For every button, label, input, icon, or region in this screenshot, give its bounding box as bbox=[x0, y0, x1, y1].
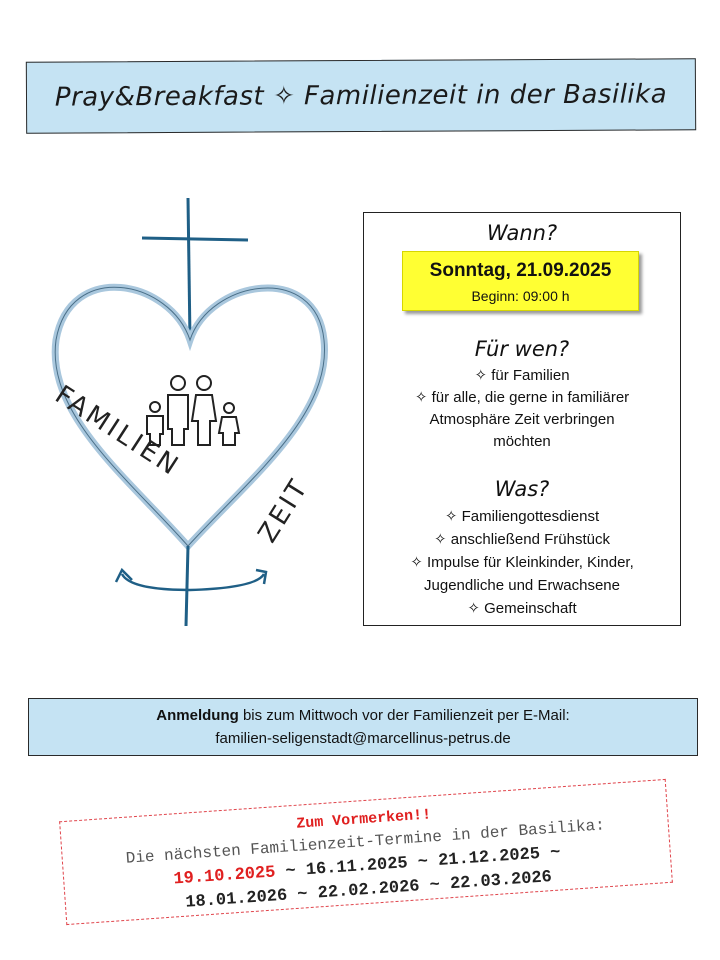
fuer-wen-heading: Für wen? bbox=[474, 337, 570, 361]
save-the-date-box: Zum Vormerken!! Die nächsten Familienzei… bbox=[59, 778, 673, 926]
date-highlight: Sonntag, 21.09.2025 Beginn: 09:00 h bbox=[402, 251, 639, 311]
was-list: ✧ Familiengottesdienst ✧ anschließend Fr… bbox=[372, 505, 672, 620]
registration-banner: Anmeldung bis zum Mittwoch vor der Famil… bbox=[28, 698, 698, 756]
logo-word-zeit: ZEIT bbox=[253, 473, 315, 548]
familienzeit-logo: FAMILIEN ZEIT bbox=[50, 197, 328, 627]
list-item: Atmosphäre Zeit verbringen bbox=[429, 411, 615, 428]
was-heading: Was? bbox=[494, 477, 550, 501]
registration-email[interactable]: familien-seligenstadt@marcellinus-petrus… bbox=[215, 730, 511, 747]
list-item: ✧ Gemeinschaft bbox=[467, 600, 577, 617]
event-start: Beginn: 09:00 h bbox=[471, 288, 570, 304]
registration-text: bis zum Mittwoch vor der Familienzeit pe… bbox=[238, 707, 570, 724]
list-item: möchten bbox=[493, 433, 551, 450]
family-icon bbox=[146, 375, 241, 446]
registration-line: Anmeldung bis zum Mittwoch vor der Famil… bbox=[29, 707, 697, 724]
wann-heading: Wann? bbox=[486, 221, 558, 245]
info-box: Wann? Sonntag, 21.09.2025 Beginn: 09:00 … bbox=[363, 212, 681, 626]
list-item: ✧ anschließend Frühstück bbox=[434, 531, 610, 548]
list-item: ✧ Familiengottesdienst bbox=[444, 508, 600, 525]
list-item: ✧ Impulse für Kleinkinder, Kinder, bbox=[410, 554, 634, 571]
list-item: ✧ für alle, die gerne in familiärer bbox=[414, 389, 630, 406]
fuer-wen-list: ✧ für Familien ✧ für alle, die gerne in … bbox=[374, 365, 670, 453]
list-item: Jugendliche und Erwachsene bbox=[424, 577, 620, 594]
list-item: ✧ für Familien bbox=[474, 367, 570, 384]
title-banner: Pray&Breakfast ✧ Familienzeit in der Bas… bbox=[25, 58, 697, 134]
registration-label: Anmeldung bbox=[156, 707, 239, 724]
page-title: Pray&Breakfast ✧ Familienzeit in der Bas… bbox=[54, 79, 668, 113]
event-date: Sonntag, 21.09.2025 bbox=[429, 260, 612, 281]
next-date: 19.10.2025 bbox=[172, 863, 277, 890]
